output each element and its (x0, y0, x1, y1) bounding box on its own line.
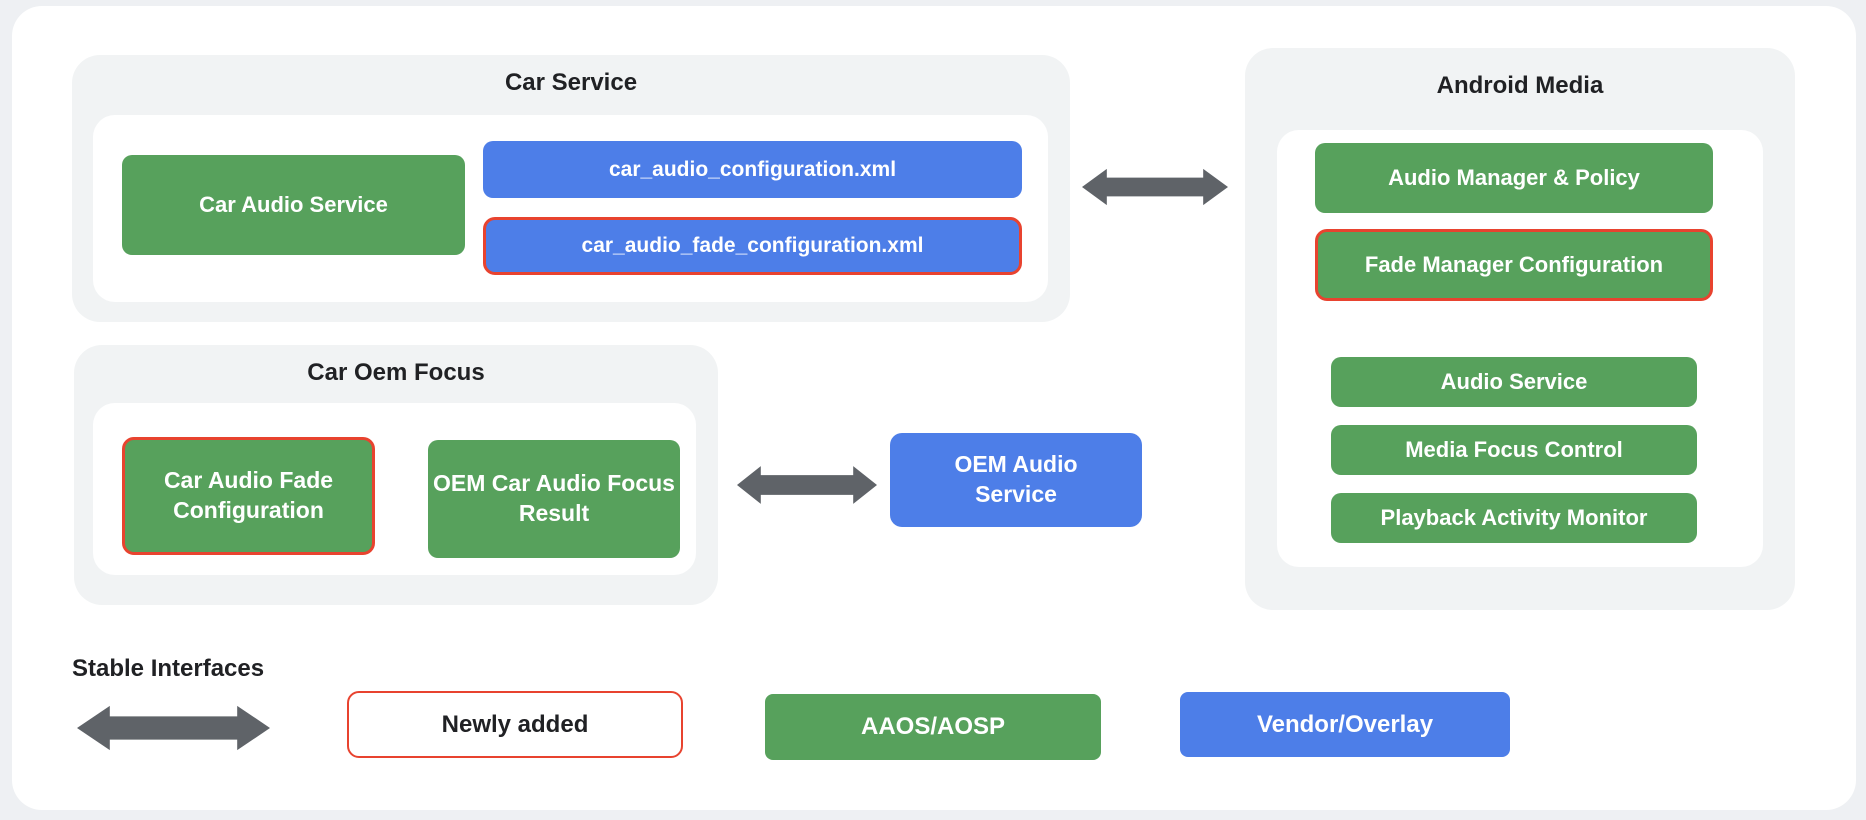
bidirectional-arrow-car-service-android-media-icon (1082, 168, 1228, 206)
box-oem-car-audio-focus-result: OEM Car Audio Focus Result (428, 440, 680, 558)
box-audio-service: Audio Service (1331, 357, 1697, 407)
legend-vendor-overlay: Vendor/Overlay (1180, 692, 1510, 757)
box-oem-audio-service: OEM Audio Service (890, 433, 1142, 527)
group-title-car-oem-focus: Car Oem Focus (307, 359, 485, 386)
car-service-panel: Car Audio Service car_audio_configuratio… (93, 115, 1048, 302)
stable-interfaces-arrow-icon (77, 705, 270, 751)
box-car-audio-fade-configuration-xml: car_audio_fade_configuration.xml (483, 217, 1022, 275)
box-car-audio-service: Car Audio Service (122, 155, 465, 255)
legend-newly-added: Newly added (347, 691, 683, 758)
box-car-audio-fade-configuration: Car Audio Fade Configuration (122, 437, 375, 555)
box-playback-activity-monitor: Playback Activity Monitor (1331, 493, 1697, 543)
box-audio-manager-policy: Audio Manager & Policy (1315, 143, 1713, 213)
legend-aaos-aosp: AAOS/AOSP (765, 694, 1101, 760)
group-title-car-service: Car Service (504, 69, 638, 96)
android-media-panel: Audio Manager & Policy Fade Manager Conf… (1277, 130, 1763, 567)
group-car-service: Car Service Car Audio Service car_audio_… (72, 55, 1070, 322)
legend-stable-interfaces-label: Stable Interfaces (72, 655, 265, 682)
group-title-android-media: Android Media (1436, 72, 1604, 99)
bidirectional-arrow-car-oem-focus-oem-audio-service-icon (737, 466, 877, 504)
box-media-focus-control: Media Focus Control (1331, 425, 1697, 475)
car-oem-focus-panel: Car Audio Fade Configuration OEM Car Aud… (93, 403, 696, 575)
group-android-media: Android Media Audio Manager & Policy Fad… (1245, 48, 1795, 610)
box-fade-manager-configuration: Fade Manager Configuration (1315, 229, 1713, 301)
diagram-card: Car Service Car Audio Service car_audio_… (12, 6, 1856, 810)
group-car-oem-focus: Car Oem Focus Car Audio Fade Configurati… (74, 345, 718, 605)
box-car-audio-configuration-xml: car_audio_configuration.xml (483, 141, 1022, 198)
